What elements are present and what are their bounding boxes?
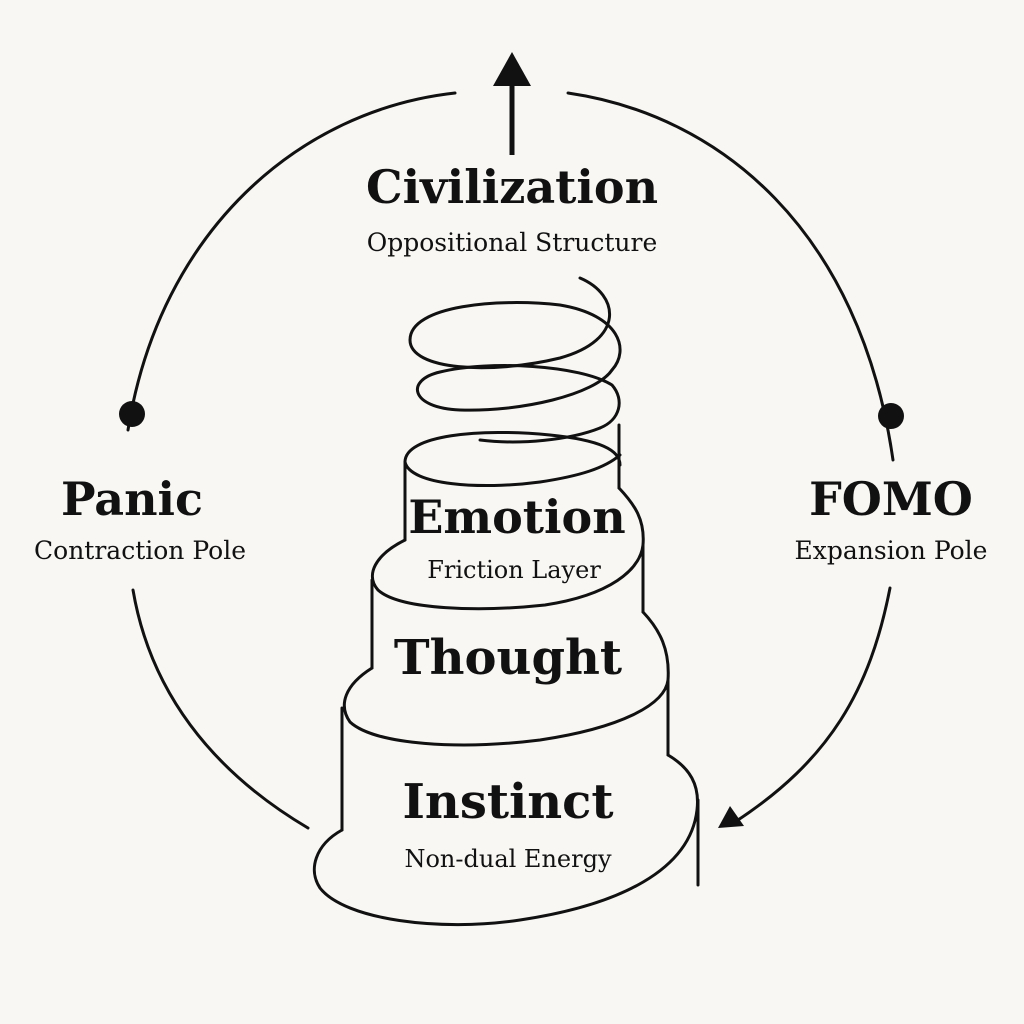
fomo-title: FOMO bbox=[809, 472, 973, 526]
panic-pole-dot bbox=[119, 401, 145, 427]
emotion-title: Emotion bbox=[408, 490, 626, 544]
outer-arc-bottom-left bbox=[131, 588, 310, 830]
fomo-subtitle: Expansion Pole bbox=[794, 536, 988, 565]
arrowhead-icon bbox=[718, 806, 744, 828]
instinct-subtitle: Non-dual Energy bbox=[404, 845, 612, 873]
outer-arc-top-left bbox=[126, 91, 457, 432]
civilization-title: Civilization bbox=[365, 160, 659, 214]
fomo-pole-dot bbox=[878, 403, 904, 429]
emotion-subtitle: Friction Layer bbox=[427, 556, 601, 584]
spiral-coils bbox=[408, 276, 622, 444]
tier-instinct bbox=[312, 678, 700, 927]
panic-title: Panic bbox=[60, 472, 204, 526]
panic-subtitle: Contraction Pole bbox=[34, 536, 246, 565]
outer-arc-top-right bbox=[566, 91, 895, 462]
up-arrow-icon bbox=[493, 52, 531, 155]
civilization-subtitle: Oppositional Structure bbox=[366, 228, 658, 257]
tier-emotion bbox=[371, 423, 645, 611]
instinct-title: Instinct bbox=[402, 774, 614, 830]
outer-arc-bottom-right bbox=[733, 586, 892, 824]
tier-thought bbox=[342, 543, 670, 747]
thought-title: Thought bbox=[393, 630, 623, 686]
